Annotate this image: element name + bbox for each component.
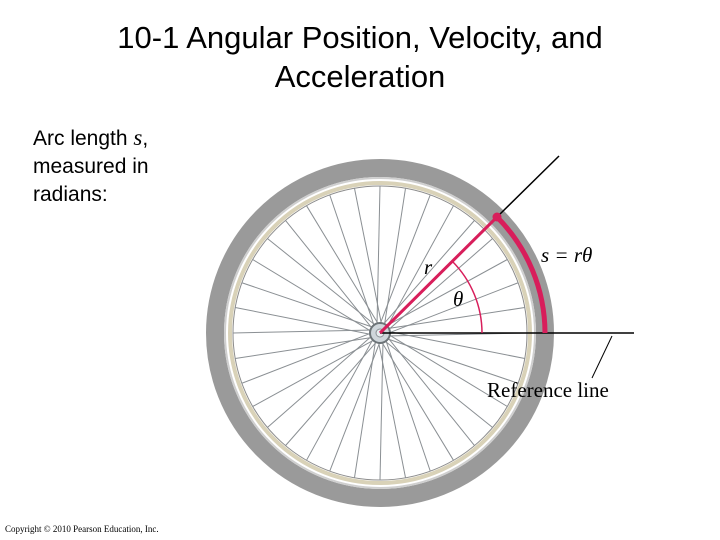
spoke (381, 220, 475, 327)
spoke (329, 339, 382, 472)
spoke (386, 330, 525, 360)
spoke (386, 333, 508, 407)
slide-title-line2: Acceleration (274, 59, 446, 94)
body-line1-suffix: , (142, 127, 149, 150)
spoke (384, 337, 431, 472)
body-line2: measured in (33, 155, 149, 178)
spokes (232, 185, 528, 481)
body-text: Arc length s, measured in radians: (33, 124, 213, 209)
radius-line (378, 215, 499, 335)
spoke (252, 259, 374, 333)
spoke (235, 306, 374, 336)
arc-length (495, 215, 548, 334)
spoke (252, 338, 377, 407)
spoke (285, 220, 375, 331)
slide-title-line1: 10-1 Angular Position, Velocity, and (117, 20, 603, 55)
body-line1: Arc length s, (33, 124, 213, 153)
spoke (379, 339, 384, 481)
label-theta: θ (453, 287, 463, 311)
spoke (285, 339, 379, 446)
label-r: r (424, 255, 433, 279)
copyright-notice: Copyright © 2010 Pearson Education, Inc. (5, 524, 159, 534)
reference-pointer (591, 335, 613, 379)
body-line3: radians: (33, 183, 108, 206)
label-reference-line: Reference line (487, 378, 609, 402)
body-line1-prefix: Arc length (33, 127, 134, 150)
spoke (385, 335, 475, 446)
arc-endpoint (492, 212, 502, 222)
spoke (385, 306, 525, 330)
spoke (383, 259, 508, 328)
label-arc-formula: s = rθ (541, 243, 592, 267)
arc-length-symbol: s (133, 125, 143, 150)
spoke (376, 185, 381, 327)
spoke (329, 194, 376, 329)
radius-extension (496, 155, 560, 218)
slide-title: 10-1 Angular Position, Velocity, and Acc… (40, 18, 680, 96)
theta-angle-arc (451, 260, 483, 334)
spoke (378, 194, 431, 327)
spoke (235, 336, 375, 360)
